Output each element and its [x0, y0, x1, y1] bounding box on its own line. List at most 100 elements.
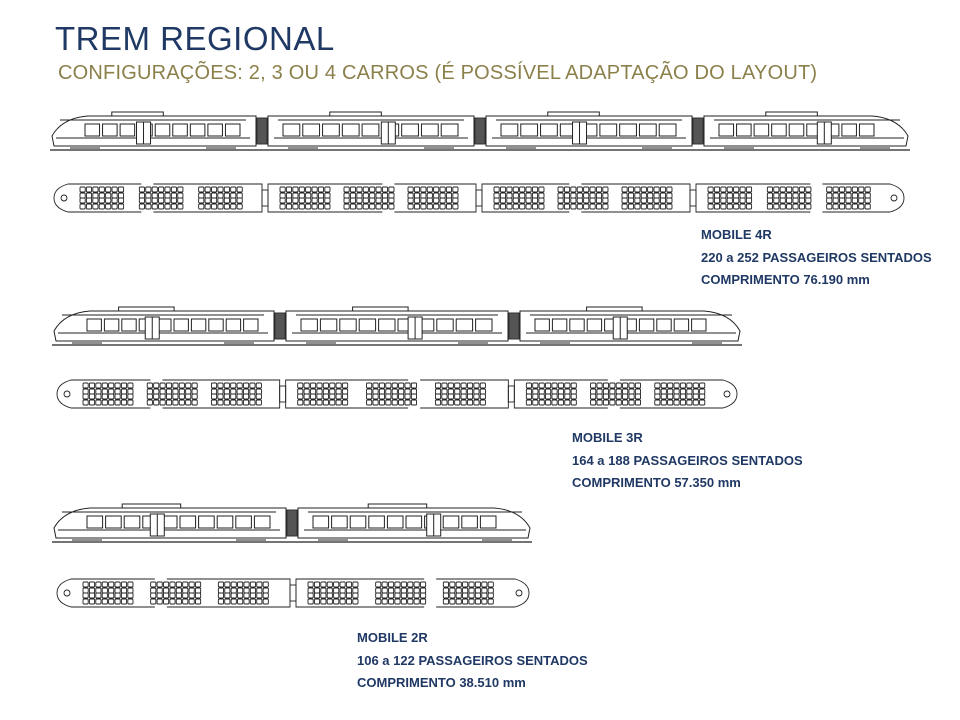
seat	[531, 186, 539, 193]
seat	[570, 203, 577, 210]
seat	[420, 197, 427, 204]
seat	[615, 388, 622, 395]
seat	[352, 587, 359, 594]
seat	[564, 388, 571, 395]
seat	[398, 399, 405, 406]
seat	[249, 399, 256, 406]
seat	[210, 382, 218, 389]
seat	[413, 598, 420, 605]
plan-gangway	[279, 385, 287, 403]
seat	[198, 192, 205, 199]
seat	[114, 393, 121, 400]
seat	[826, 197, 833, 204]
seat	[779, 197, 786, 204]
seat	[185, 399, 192, 406]
seat	[92, 203, 99, 210]
seat	[146, 399, 153, 406]
seat	[230, 393, 237, 400]
seat	[249, 598, 256, 605]
seat	[713, 197, 721, 204]
seat	[349, 197, 357, 204]
seat	[640, 186, 647, 193]
seat	[434, 399, 442, 406]
seat	[255, 388, 262, 395]
seat	[98, 197, 105, 204]
seat	[499, 203, 507, 210]
seat	[177, 197, 184, 204]
seat	[413, 186, 421, 193]
seat	[654, 388, 661, 395]
seat	[243, 592, 250, 599]
seat	[366, 382, 373, 389]
seat	[726, 192, 733, 199]
seat	[362, 197, 369, 204]
seat	[108, 598, 115, 605]
seat	[442, 587, 449, 594]
seat	[101, 581, 108, 588]
seat	[557, 203, 564, 210]
seat	[466, 388, 474, 395]
seat	[249, 581, 256, 588]
seat	[745, 192, 753, 199]
seat	[398, 382, 405, 389]
seat	[172, 393, 179, 400]
seat	[95, 581, 102, 588]
seat	[342, 382, 349, 389]
seat	[375, 186, 382, 193]
seat	[262, 581, 269, 588]
seat	[499, 197, 507, 204]
seat	[217, 393, 224, 400]
side-window	[331, 515, 348, 529]
seat	[375, 598, 382, 605]
seat	[352, 592, 359, 599]
seat	[400, 598, 407, 605]
seat	[473, 399, 480, 406]
side-window	[442, 515, 460, 529]
seat	[720, 192, 727, 199]
seat	[531, 192, 539, 199]
seat	[634, 382, 642, 389]
seat	[279, 203, 286, 210]
gangway-bellows	[274, 312, 286, 340]
seat	[88, 581, 96, 588]
seat	[237, 587, 244, 594]
seat	[481, 587, 488, 594]
seat	[311, 192, 318, 199]
seat	[487, 581, 494, 588]
seat	[159, 382, 166, 389]
side-window	[225, 318, 242, 332]
seat	[95, 587, 102, 594]
seat	[111, 192, 118, 199]
seat	[713, 192, 721, 199]
seat	[570, 393, 577, 400]
seat	[163, 581, 170, 588]
seat	[324, 186, 331, 193]
seat	[356, 203, 363, 210]
seat	[627, 203, 635, 210]
seat	[375, 203, 382, 210]
seat	[211, 186, 218, 193]
seat	[839, 197, 846, 204]
seat	[217, 592, 224, 599]
seat	[404, 393, 411, 400]
seat	[343, 186, 350, 193]
seat	[175, 598, 182, 605]
seat	[230, 592, 237, 599]
seat	[127, 388, 134, 395]
seat	[667, 382, 674, 389]
seat	[333, 581, 340, 588]
side-window	[341, 123, 360, 137]
seat	[324, 203, 331, 210]
seat	[634, 192, 641, 199]
seat	[707, 186, 714, 193]
seat	[211, 192, 218, 199]
seat	[493, 203, 500, 210]
side-window	[216, 515, 234, 529]
seat	[375, 197, 382, 204]
train-floor-plan-2-cars	[56, 578, 530, 608]
seat	[454, 393, 461, 400]
seat	[316, 388, 323, 395]
seat	[733, 192, 740, 199]
seat	[433, 192, 440, 199]
seat	[707, 197, 714, 204]
